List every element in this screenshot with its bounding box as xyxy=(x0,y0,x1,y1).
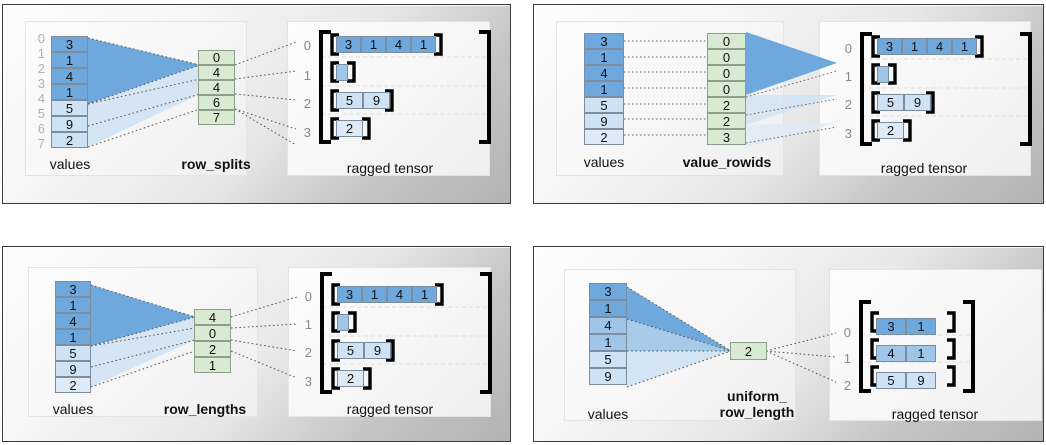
ragged-cell: 1 xyxy=(906,318,936,335)
value-cell: 3 xyxy=(51,36,88,52)
ragged-cell: 1 xyxy=(411,36,436,53)
encoding-cell: 0 xyxy=(707,81,746,97)
encoding-cell: 4 xyxy=(198,80,235,95)
ragged-cell: 2 xyxy=(877,122,904,139)
value-cell: 9 xyxy=(55,361,91,377)
ragged-empty-cell xyxy=(337,314,349,331)
ragged-cell: 1 xyxy=(906,345,936,362)
value-cell: 3 xyxy=(55,281,91,297)
ragged-cell: 4 xyxy=(386,36,411,53)
ragged-cell: 1 xyxy=(952,38,977,55)
values-label: values xyxy=(587,406,629,422)
encoding-cell: 0 xyxy=(198,50,235,65)
ragged-brackets xyxy=(860,32,1032,146)
fan-connectors xyxy=(90,284,298,388)
ragged-empty-cell xyxy=(877,66,889,83)
ragged-label: ragged tensor xyxy=(346,401,434,417)
panel-uniform-row-length: 3 1 4 1 5 9 2 0 1 2 xyxy=(533,246,1044,442)
value-cell: 4 xyxy=(584,65,624,81)
ragged-cell: 3 xyxy=(337,286,362,303)
encoding-cell: 0 xyxy=(707,49,746,65)
value-cell: 5 xyxy=(589,351,627,368)
values-label: values xyxy=(52,401,94,417)
ragged-label: ragged tensor xyxy=(891,406,979,422)
ragged-cell: 1 xyxy=(362,286,387,303)
encoding-cell: 2 xyxy=(194,341,231,357)
encoding-cell: 2 xyxy=(707,97,746,113)
encoding-label: value_rowids xyxy=(682,154,772,170)
value-cell: 5 xyxy=(584,97,624,113)
value-cell: 4 xyxy=(589,317,627,334)
ragged-cell: 5 xyxy=(876,372,906,389)
encoding-label: uniform_ row_length xyxy=(719,388,795,420)
value-cell: 9 xyxy=(51,116,88,132)
ragged-cell: 4 xyxy=(876,345,906,362)
ragged-cell: 1 xyxy=(412,286,437,303)
value-cell: 2 xyxy=(51,132,88,148)
ragged-cell: 5 xyxy=(877,94,904,111)
value-cell: 4 xyxy=(55,313,91,329)
value-cell: 1 xyxy=(55,329,91,345)
value-cell: 1 xyxy=(584,81,624,97)
value-cell: 9 xyxy=(584,113,624,129)
ragged-brackets xyxy=(859,300,975,393)
value-cell: 1 xyxy=(584,49,624,65)
ragged-cell: 1 xyxy=(902,38,927,55)
ragged-cell: 4 xyxy=(387,286,412,303)
encoding-cell: 7 xyxy=(198,110,235,125)
ragged-cell: 1 xyxy=(361,36,386,53)
fan-connectors xyxy=(626,286,837,388)
ragged-cell: 9 xyxy=(906,372,936,389)
value-cell: 4 xyxy=(51,68,88,84)
ragged-brackets xyxy=(319,30,491,144)
encoding-cell: 3 xyxy=(707,129,746,145)
value-cell: 1 xyxy=(55,297,91,313)
value-cell: 1 xyxy=(589,334,627,351)
ragged-cell: 3 xyxy=(336,36,361,53)
panel-row-splits: 0 1 2 3 4 5 6 7 3 1 4 1 5 9 2 0 4 4 6 7 xyxy=(2,4,511,204)
value-cell: 9 xyxy=(589,368,627,385)
fan-connectors xyxy=(624,32,838,147)
ragged-cell: 5 xyxy=(337,342,364,359)
fan-connectors xyxy=(87,37,297,148)
encoding-label: row_lengths xyxy=(163,401,247,417)
ragged-empty-cell xyxy=(336,64,348,81)
ragged-cell: 2 xyxy=(337,370,364,387)
value-cell: 5 xyxy=(55,345,91,361)
panel-row-lengths: 3 1 4 1 5 9 2 4 0 2 1 0 1 2 3 xyxy=(2,246,511,442)
encoding-label: row_splits xyxy=(181,156,251,172)
ragged-cell: 3 xyxy=(877,38,902,55)
ragged-cell: 2 xyxy=(336,120,363,137)
ragged-brackets xyxy=(320,272,492,394)
value-cell: 1 xyxy=(589,300,627,317)
value-cell: 1 xyxy=(51,84,88,100)
ragged-label: ragged tensor xyxy=(346,160,434,176)
encoding-cell: 4 xyxy=(198,65,235,80)
ragged-cell: 4 xyxy=(927,38,952,55)
ragged-cell: 3 xyxy=(876,318,906,335)
encoding-cell: 2 xyxy=(730,342,767,360)
value-cell: 5 xyxy=(51,100,88,116)
values-label: values xyxy=(49,156,91,172)
value-cell: 3 xyxy=(584,33,624,49)
ragged-cell: 9 xyxy=(904,94,931,111)
ragged-cell: 5 xyxy=(336,92,363,109)
encoding-cell: 2 xyxy=(707,113,746,129)
value-cell: 2 xyxy=(584,129,624,145)
encoding-cell: 0 xyxy=(707,65,746,81)
ragged-label: ragged tensor xyxy=(880,160,968,176)
ragged-cell: 9 xyxy=(363,92,390,109)
value-cell: 1 xyxy=(51,52,88,68)
panel-value-rowids: 3 1 4 1 5 9 2 0 0 0 0 2 2 3 0 1 2 3 xyxy=(533,4,1044,204)
ragged-cell: 9 xyxy=(364,342,391,359)
encoding-cell: 0 xyxy=(707,33,746,49)
encoding-cell: 4 xyxy=(194,309,231,325)
encoding-cell: 0 xyxy=(194,325,231,341)
value-cell: 2 xyxy=(55,377,91,393)
encoding-cell: 6 xyxy=(198,95,235,110)
values-label: values xyxy=(583,154,625,170)
value-cell: 3 xyxy=(589,283,627,300)
encoding-cell: 1 xyxy=(194,357,231,373)
